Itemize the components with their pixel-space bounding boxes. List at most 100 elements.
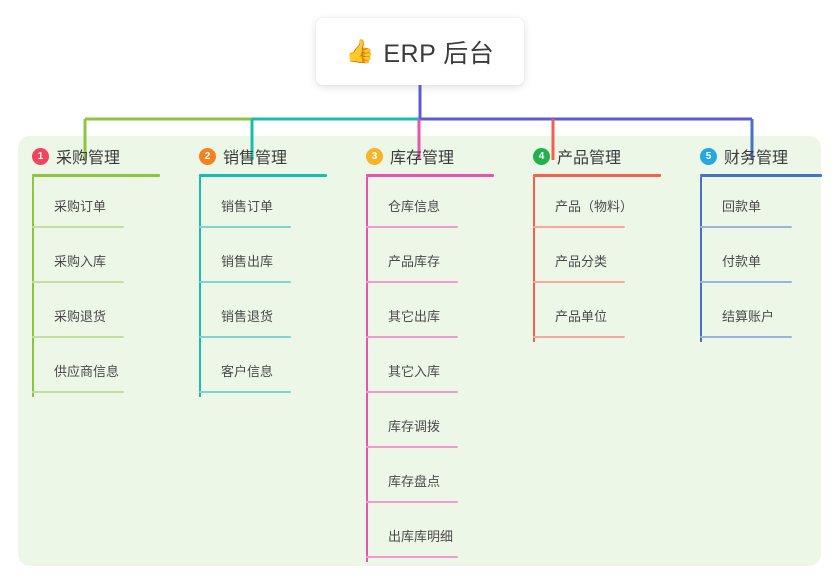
leaf-stem-4	[533, 177, 535, 342]
leaf-item[interactable]: 客户信息	[185, 342, 327, 397]
leaf-label: 出库库明细	[388, 529, 454, 544]
branch-underline-3	[366, 174, 494, 177]
leaf-underline	[533, 281, 625, 283]
leaf-item[interactable]: 产品单位	[519, 287, 661, 342]
branch-badge-3: 3	[366, 147, 383, 165]
branch-column-2: 2 销售管理销售订单销售出库销售退货客户信息	[185, 144, 327, 397]
leaf-label: 客户信息	[221, 364, 274, 379]
branch-header-3[interactable]: 3 库存管理	[352, 144, 494, 168]
branch-title-4: 产品管理	[557, 150, 622, 167]
leaf-underline	[199, 281, 291, 283]
leaf-label: 产品单位	[555, 309, 608, 324]
leaf-label: 供应商信息	[54, 364, 120, 379]
branch-column-1: 1 采购管理采购订单采购入库采购退货供应商信息	[18, 144, 160, 397]
root-title: ERP 后台	[383, 39, 495, 68]
branch-badge-4: 4	[533, 147, 550, 165]
leaf-label: 库存盘点	[388, 474, 441, 489]
leaf-underline	[366, 226, 458, 228]
branch-column-4: 4 产品管理产品（物料） 产品分类产品单位	[519, 144, 661, 342]
branch-column-5: 5 财务管理回款单付款单结算账户	[686, 144, 822, 342]
leaf-item[interactable]: 出库库明细	[352, 507, 494, 562]
content-panel	[18, 136, 821, 566]
leaf-underline	[533, 336, 625, 338]
thumbs-up-icon: 👍	[345, 38, 375, 64]
leaf-underline	[32, 281, 124, 283]
leaf-item[interactable]: 销售退货	[185, 287, 327, 342]
leaf-list-5: 回款单付款单结算账户	[686, 177, 822, 342]
branch-underline-4	[533, 174, 661, 177]
branch-badge-5: 5	[700, 147, 717, 165]
leaf-underline	[366, 336, 458, 338]
branch-underline-5	[700, 174, 822, 177]
leaf-underline	[700, 281, 792, 283]
leaf-stem-1	[32, 177, 34, 397]
leaf-label: 销售订单	[221, 199, 274, 214]
leaf-item[interactable]: 产品分类	[519, 232, 661, 287]
leaf-item[interactable]: 其它入库	[352, 342, 494, 397]
leaf-item[interactable]: 付款单	[686, 232, 822, 287]
leaf-list-1: 采购订单采购入库采购退货供应商信息	[18, 177, 160, 397]
leaf-underline	[32, 391, 124, 393]
leaf-underline	[366, 391, 458, 393]
leaf-underline	[366, 281, 458, 283]
leaf-underline	[533, 226, 625, 228]
leaf-label: 结算账户	[722, 309, 775, 324]
branch-underline-1	[32, 174, 160, 177]
leaf-label: 其它入库	[388, 364, 441, 379]
leaf-underline	[32, 336, 124, 338]
leaf-item[interactable]: 仓库信息	[352, 177, 494, 232]
branch-title-1: 采购管理	[56, 150, 121, 167]
leaf-label: 产品分类	[555, 254, 608, 269]
root-node[interactable]: 👍 ERP 后台	[316, 18, 524, 85]
branch-header-2[interactable]: 2 销售管理	[185, 144, 327, 168]
leaf-underline	[700, 226, 792, 228]
leaf-stem-5	[700, 177, 702, 342]
branch-underline-2	[199, 174, 327, 177]
leaf-item[interactable]: 采购退货	[18, 287, 160, 342]
leaf-underline	[700, 336, 792, 338]
leaf-item[interactable]: 其它出库	[352, 287, 494, 342]
leaf-stem-2	[199, 177, 201, 397]
leaf-label: 其它出库	[388, 309, 441, 324]
leaf-underline	[366, 556, 458, 558]
leaf-label: 库存调拨	[388, 419, 441, 434]
leaf-item[interactable]: 库存盘点	[352, 452, 494, 507]
leaf-item[interactable]: 产品（物料）	[519, 177, 661, 232]
leaf-label: 产品库存	[388, 254, 441, 269]
branch-column-3: 3 库存管理仓库信息产品库存其它出库其它入库库存调拨库存盘点出库库明细	[352, 144, 494, 562]
branch-badge-2: 2	[199, 147, 216, 165]
branch-title-3: 库存管理	[390, 150, 455, 167]
leaf-label: 仓库信息	[388, 199, 441, 214]
leaf-item[interactable]: 供应商信息	[18, 342, 160, 397]
leaf-underline	[199, 391, 291, 393]
leaf-label: 销售退货	[221, 309, 274, 324]
leaf-label: 采购退货	[54, 309, 107, 324]
branch-title-5: 财务管理	[724, 150, 789, 167]
branch-header-4[interactable]: 4 产品管理	[519, 144, 661, 168]
branch-header-5[interactable]: 5 财务管理	[686, 144, 822, 168]
leaf-label: 销售出库	[221, 254, 274, 269]
leaf-item[interactable]: 产品库存	[352, 232, 494, 287]
leaf-label: 采购入库	[54, 254, 107, 269]
branch-title-2: 销售管理	[223, 150, 288, 167]
leaf-underline	[199, 336, 291, 338]
leaf-underline	[366, 446, 458, 448]
leaf-item[interactable]: 采购订单	[18, 177, 160, 232]
leaf-item[interactable]: 回款单	[686, 177, 822, 232]
leaf-stem-3	[366, 177, 368, 562]
branch-badge-1: 1	[32, 147, 49, 165]
leaf-label: 付款单	[722, 254, 762, 269]
leaf-item[interactable]: 销售出库	[185, 232, 327, 287]
leaf-list-2: 销售订单销售出库销售退货客户信息	[185, 177, 327, 397]
leaf-item[interactable]: 库存调拨	[352, 397, 494, 452]
leaf-label: 产品（物料）	[555, 199, 634, 214]
leaf-item[interactable]: 结算账户	[686, 287, 822, 342]
leaf-list-4: 产品（物料） 产品分类产品单位	[519, 177, 661, 342]
leaf-item[interactable]: 销售订单	[185, 177, 327, 232]
leaf-list-3: 仓库信息产品库存其它出库其它入库库存调拨库存盘点出库库明细	[352, 177, 494, 562]
leaf-label: 采购订单	[54, 199, 107, 214]
leaf-item[interactable]: 采购入库	[18, 232, 160, 287]
branch-header-1[interactable]: 1 采购管理	[18, 144, 160, 168]
leaf-underline	[366, 501, 458, 503]
